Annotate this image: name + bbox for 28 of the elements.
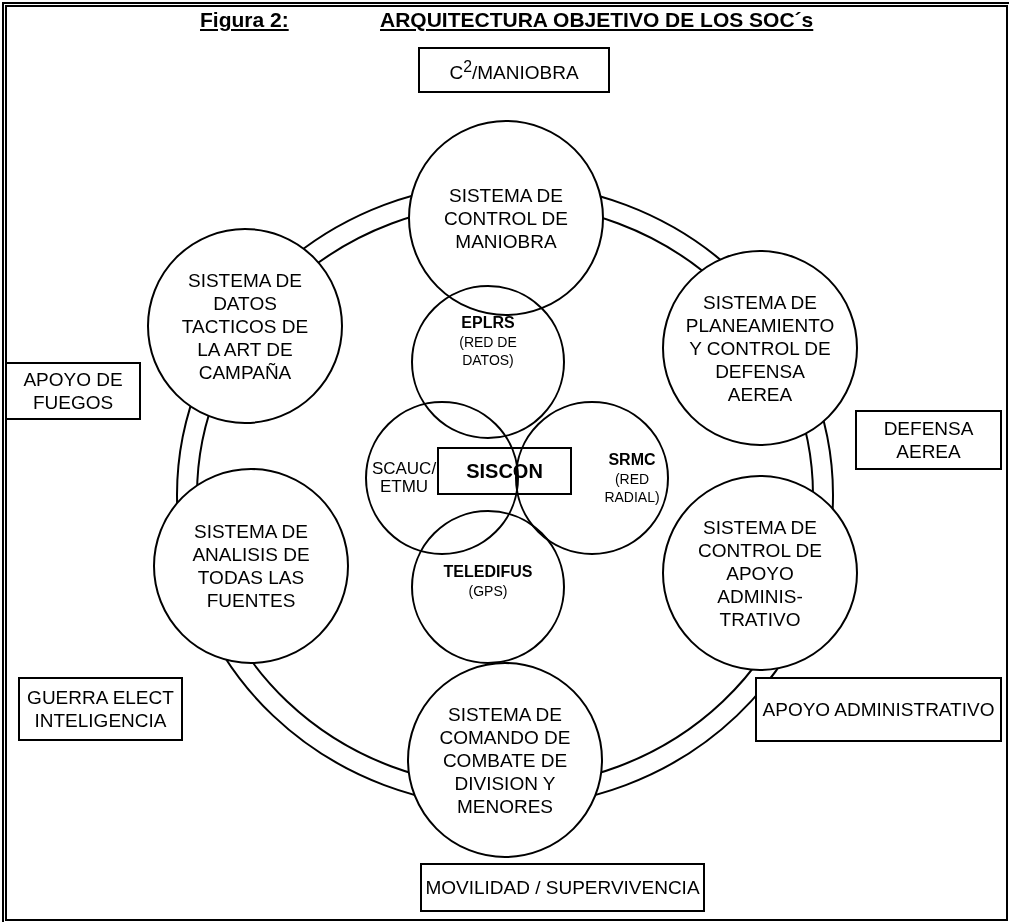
node-label: DEFENSA AEREA bbox=[882, 417, 975, 463]
node-sublabel: (GPS) bbox=[467, 582, 509, 600]
area-box bbox=[5, 362, 141, 420]
node-label: TELEDIFUS bbox=[442, 562, 534, 582]
node-label: SCAUC/ ETMU bbox=[370, 460, 438, 496]
title: ARQUITECTURA OBJETIVO DE LOS SOC´s bbox=[380, 8, 814, 32]
node-label: SISTEMA DE DATOS TACTICOS DE LA ART DE CAMPAÑA bbox=[180, 268, 310, 384]
node-label: APOYO DE FUEGOS bbox=[22, 368, 124, 414]
node-label: C$^{2}$/MANIOBRA bbox=[449, 57, 579, 85]
subsystem-circle bbox=[411, 285, 565, 439]
figure-number: Figura 2: bbox=[200, 8, 289, 32]
node-label: SISTEMA DE COMANDO DE COMBATE DE DIVISION Y MENORES bbox=[438, 702, 572, 818]
node-sublabel: (RED RADIAL) bbox=[603, 470, 661, 506]
node-label: GUERRA ELECT INTELIGENCIA bbox=[26, 686, 175, 732]
node-label: APOYO ADMINISTRATIVO bbox=[762, 698, 995, 721]
node-label: SRMC bbox=[607, 450, 657, 470]
area-box bbox=[420, 863, 705, 912]
node-label: EPLRS bbox=[460, 313, 516, 333]
node-label: SISTEMA DE CONTROL DE MANIOBRA bbox=[443, 183, 569, 253]
node-label: SISTEMA DE ANALISIS DE TODAS LAS FUENTES bbox=[191, 520, 311, 612]
area-box bbox=[855, 410, 1002, 470]
node-label: MOVILIDAD / SUPERVIVENCIA bbox=[425, 876, 700, 899]
node-label: SISTEMA DE PLANEAMIENTO Y CONTROL DE DEFENSA AEREA bbox=[685, 290, 835, 406]
node-label: SISTEMA DE CONTROL DE APOYO ADMINIS-TRATIVO bbox=[697, 515, 823, 631]
node-sublabel: (RED DE DATOS) bbox=[458, 333, 518, 369]
area-box bbox=[755, 677, 1002, 742]
area-box bbox=[18, 677, 183, 741]
area-box bbox=[418, 47, 610, 93]
